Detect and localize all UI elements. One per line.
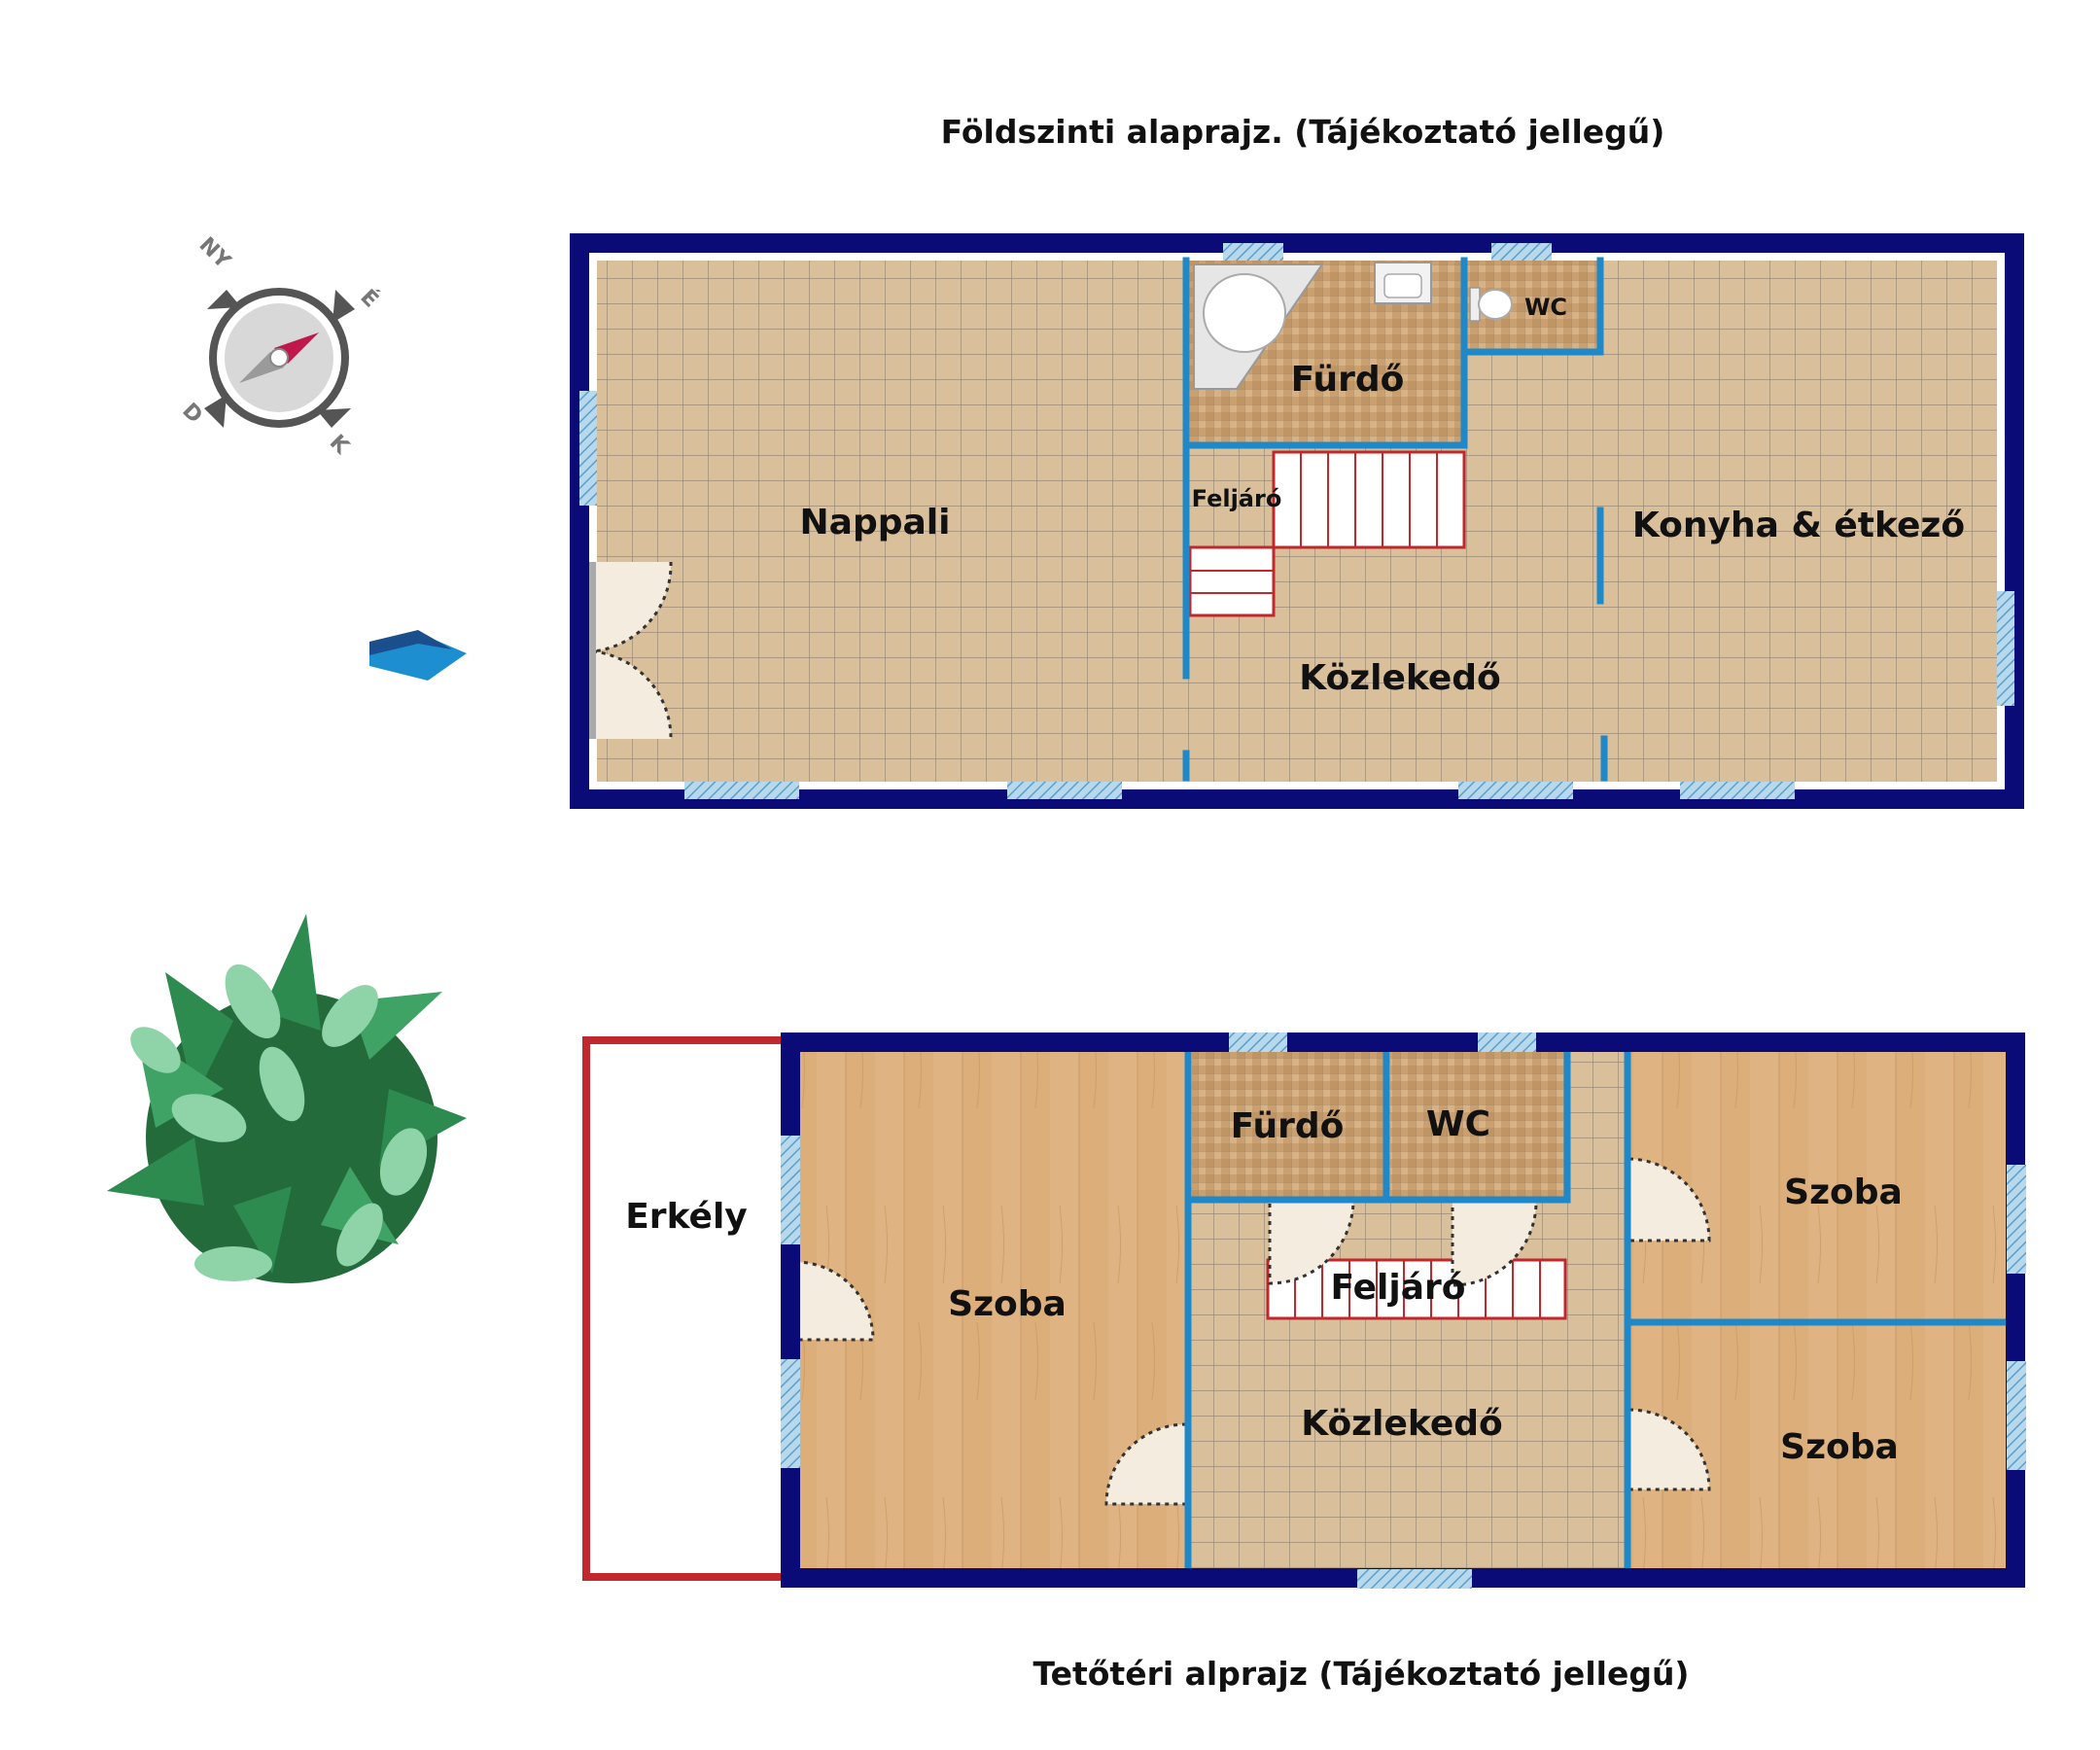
room-label-kozlekedo: Közlekedő bbox=[1299, 658, 1501, 698]
room-label-wc-attic: WC bbox=[1426, 1104, 1490, 1144]
room-label-feljaro-attic: Feljáró bbox=[1330, 1268, 1465, 1308]
room-label-nappali: Nappali bbox=[800, 503, 951, 542]
room-label-konyha: Konyha & étkező bbox=[1632, 506, 1965, 545]
sink-icon bbox=[1374, 262, 1432, 304]
balcony-outline bbox=[582, 1036, 788, 1581]
entrance-door-icon bbox=[586, 561, 673, 740]
attic-floor-plan: Erkély Szoba Fürdő WC Feljáró Közlekedő … bbox=[582, 1032, 2026, 1589]
toilet-icon bbox=[1469, 287, 1513, 322]
room-label-kozlekedo-attic: Közlekedő bbox=[1301, 1404, 1503, 1444]
ground-interior-walls bbox=[1182, 257, 1608, 782]
room-label-feljaro: Feljáró bbox=[1192, 485, 1282, 512]
attic-floor-title: Tetőtéri alprajz (Tájékoztató jellegű) bbox=[1032, 1655, 1689, 1693]
compass-label-k: K bbox=[325, 431, 354, 460]
ground-windows bbox=[579, 243, 2014, 799]
door-wc-icon bbox=[1451, 1200, 1538, 1287]
room-label-szoba-left: Szoba bbox=[948, 1284, 1067, 1324]
compass-icon: NY É D K bbox=[177, 232, 383, 460]
compass-label-ny: NY bbox=[194, 232, 236, 274]
door-szoba-tr-icon bbox=[1628, 1157, 1711, 1242]
room-label-szoba-bottom-right: Szoba bbox=[1780, 1427, 1899, 1467]
room-label-wc: WC bbox=[1524, 294, 1567, 321]
attic-interior-walls bbox=[1184, 1048, 2011, 1573]
door-szoba-left-icon bbox=[1104, 1422, 1188, 1506]
bathtub-icon bbox=[1193, 263, 1324, 390]
room-label-erkely: Erkély bbox=[625, 1197, 748, 1237]
compass-label-d: D bbox=[177, 399, 207, 429]
entrance-arrow-icon bbox=[369, 630, 467, 681]
room-label-furdo: Fürdő bbox=[1291, 360, 1405, 400]
door-szoba-br-icon bbox=[1628, 1408, 1711, 1491]
room-label-szoba-top-right: Szoba bbox=[1784, 1172, 1903, 1212]
door-furdo-icon bbox=[1268, 1200, 1355, 1285]
compass-label-e: É bbox=[355, 285, 383, 313]
ground-floor-plan: Nappali Fürdő WC Feljáró Konyha & étkező… bbox=[570, 233, 2024, 809]
attic-stairs bbox=[1266, 1258, 1567, 1320]
ground-stairs bbox=[1188, 450, 1466, 617]
ground-floor-title: Földszinti alaprajz. (Tájékoztató jelleg… bbox=[941, 113, 1665, 151]
door-balcony-icon bbox=[793, 1260, 875, 1342]
attic-doors bbox=[793, 1157, 1711, 1506]
attic-windows bbox=[781, 1032, 2026, 1589]
room-label-furdo-attic: Fürdő bbox=[1231, 1106, 1345, 1146]
plant-icon bbox=[107, 914, 467, 1283]
